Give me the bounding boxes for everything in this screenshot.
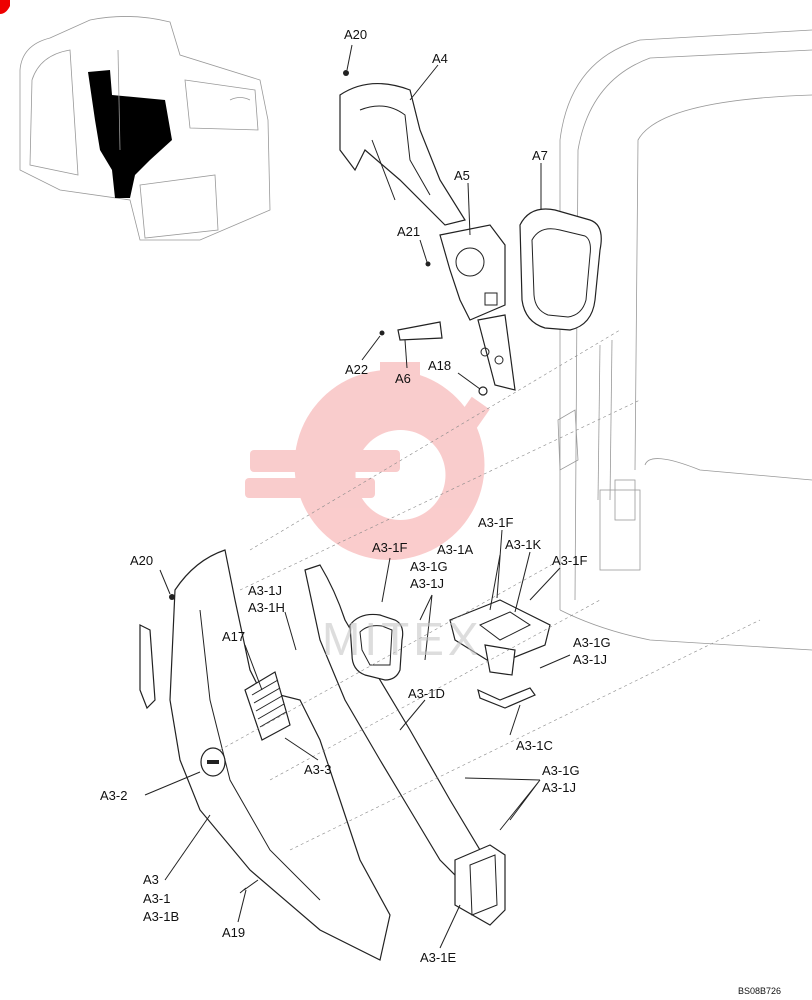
- callout-a3-1g-mid: A3-1G: [410, 559, 448, 574]
- callout-a19: A19: [222, 925, 246, 940]
- fastener-a21: [425, 261, 431, 267]
- callout-a22: A22: [345, 362, 369, 377]
- callout-a6: A6: [395, 371, 411, 386]
- callout-a3-1f-left: A3-1F: [372, 540, 408, 555]
- cab-frame: [557, 29, 812, 651]
- callout-a3-1g-low: A3-1G: [542, 763, 580, 778]
- fastener-a20-top: [343, 70, 349, 76]
- part-a3: [139, 549, 391, 961]
- callout-a4: A4: [432, 51, 448, 66]
- callout-a3-1j-mid: A3-1J: [410, 576, 444, 591]
- callout-a3-1f-top: A3-1F: [478, 515, 514, 530]
- callout-a3-1k: A3-1K: [505, 537, 542, 552]
- watermark-text: MITEX: [322, 613, 483, 665]
- drawing-code: BS08B726: [738, 986, 782, 996]
- part-a6: [397, 321, 443, 341]
- part-a3-1c: [477, 687, 536, 709]
- machine-overview-inset: [19, 16, 271, 241]
- callout-a3-1b: A3-1B: [143, 909, 180, 924]
- callout-a20-top: A20: [344, 27, 368, 42]
- callout-a3: A3: [143, 872, 159, 887]
- part-a3-1d: [304, 564, 481, 881]
- part-a17: [244, 671, 291, 741]
- callout-a3-2: A3-2: [100, 788, 128, 803]
- part-a7: [519, 208, 602, 331]
- fastener-a22: [379, 330, 385, 336]
- alignment-lines: [219, 329, 761, 851]
- callout-a3-1j-right: A3-1J: [573, 652, 607, 667]
- callout-a3-1a: A3-1A: [437, 542, 474, 557]
- callout-a3-1d: A3-1D: [408, 686, 445, 701]
- callout-a5: A5: [454, 168, 470, 183]
- part-a4: [339, 82, 466, 226]
- fastener-a20-left: [169, 594, 175, 600]
- part-a3-1a: [449, 599, 551, 676]
- corner-marker-icon: [0, 0, 10, 14]
- callout-a21: A21: [397, 224, 421, 239]
- callout-a3-1j-low: A3-1J: [542, 780, 576, 795]
- part-a3-1e: [454, 844, 506, 926]
- leader-lines: [144, 44, 571, 949]
- callout-a7: A7: [532, 148, 548, 163]
- fastener-a18: [478, 386, 488, 396]
- callout-a20-left: A20: [130, 553, 154, 568]
- callout-a3-1f-right: A3-1F: [552, 553, 588, 568]
- callout-a3-1h: A3-1H: [248, 600, 285, 615]
- callout-a3-1: A3-1: [143, 891, 171, 906]
- callout-a18: A18: [428, 358, 452, 373]
- watermark-logo-icon: [245, 362, 490, 560]
- callout-a17: A17: [222, 629, 246, 644]
- callout-a3-1g-right: A3-1G: [573, 635, 611, 650]
- fastener-a19: [239, 879, 259, 894]
- callout-a3-3: A3-3: [304, 762, 332, 777]
- callout-a3-1e: A3-1E: [420, 950, 457, 965]
- callout-a3-1c: A3-1C: [516, 738, 553, 753]
- callout-a3-1j-left: A3-1J: [248, 583, 282, 598]
- part-a5: [439, 224, 516, 391]
